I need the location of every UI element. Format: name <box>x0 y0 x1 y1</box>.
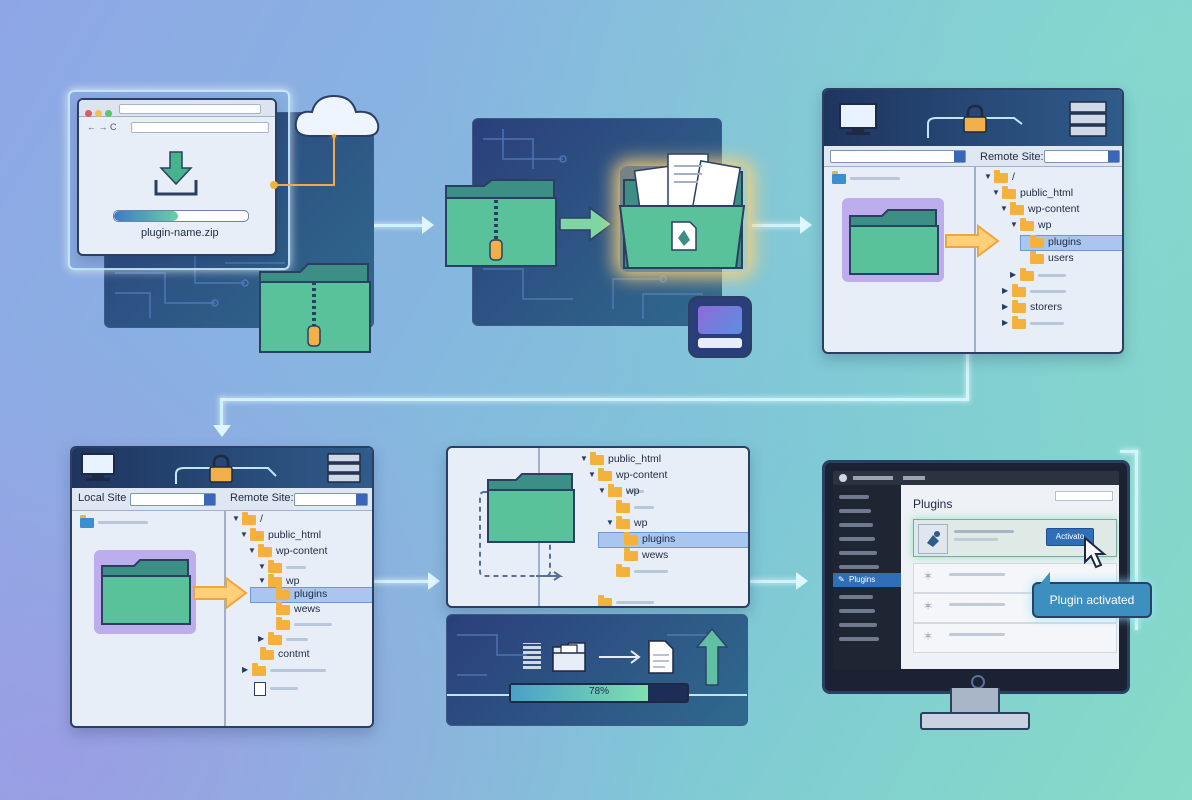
glow-frame <box>68 90 290 270</box>
tree-item[interactable]: storers <box>1030 301 1063 313</box>
cursor-icon <box>1084 536 1107 569</box>
sidebar-item[interactable] <box>839 495 869 499</box>
folder-icon <box>80 515 94 528</box>
monitor: ✎ Plugins Plugins Activato ✶ ✶ ✶ <box>822 460 1130 694</box>
tree-item[interactable]: wp <box>626 485 640 497</box>
sidebar-item[interactable] <box>839 637 879 641</box>
remote-site-label: Remote Site: <box>230 492 294 504</box>
wp-screen: ✎ Plugins Plugins Activato ✶ ✶ ✶ <box>833 471 1119 669</box>
selected-row <box>1020 235 1122 251</box>
tree-item[interactable]: public_html <box>608 453 662 465</box>
sidebar-item[interactable] <box>839 523 873 527</box>
activate-button[interactable]: Activato <box>1046 528 1094 546</box>
tree-item-plugins[interactable]: plugins <box>642 533 676 545</box>
zip-archive-icon <box>445 179 557 267</box>
transfer-arc <box>175 467 277 484</box>
computer-icon <box>839 103 877 135</box>
tree-item[interactable]: wp-content <box>1028 203 1080 215</box>
plugin-icon: ✶ <box>923 629 934 643</box>
connection-line <box>270 137 335 189</box>
local-path-select[interactable] <box>830 150 966 163</box>
sidebar-item[interactable] <box>839 623 877 627</box>
file-icon <box>648 640 674 674</box>
remote-site-label: Remote Site: <box>980 151 1044 163</box>
sidebar-item[interactable] <box>839 551 877 555</box>
wp-logo-icon <box>839 474 847 482</box>
folder-icon <box>101 559 191 625</box>
source-file-icon <box>523 643 541 669</box>
local-site-label: Local Site <box>78 492 127 504</box>
folder-icon <box>832 171 846 184</box>
local-path-select[interactable] <box>130 493 216 506</box>
server-icon <box>1069 101 1107 137</box>
tree-item[interactable]: wp-content <box>616 469 668 481</box>
tree-item[interactable]: wp <box>1038 219 1052 231</box>
folder-icon <box>849 209 939 275</box>
cloud-icon <box>294 94 380 137</box>
power-button <box>971 675 985 689</box>
tree-item[interactable]: contmt <box>278 648 310 660</box>
tree-item[interactable]: wews <box>294 603 321 615</box>
plug-icon: ✎ <box>838 575 845 584</box>
tree-item[interactable]: users <box>1048 252 1074 264</box>
lock-icon <box>963 104 987 133</box>
drag-arrow-icon <box>193 576 248 610</box>
tree-item[interactable]: wp <box>634 517 648 529</box>
sidebar-item[interactable] <box>839 537 875 541</box>
download-icon <box>154 151 198 196</box>
plugin-row-active: Activato <box>913 519 1117 557</box>
archive-app-icon <box>688 296 752 358</box>
tree-item[interactable]: wp <box>286 575 300 587</box>
sidebar-item-plugins[interactable]: ✎ Plugins <box>833 573 901 587</box>
tree-item[interactable]: wp-content <box>276 545 328 557</box>
transfer-arc <box>927 117 1023 138</box>
upload-panel: 78% <box>446 614 748 726</box>
tree-item-plugins[interactable]: plugins <box>294 588 328 600</box>
extract-arrow-icon <box>559 206 614 242</box>
filename-label: plugin-name.zip <box>141 227 219 239</box>
sidebar-item[interactable] <box>839 595 873 599</box>
sidebar-item[interactable] <box>839 509 871 513</box>
plugin-icon <box>918 524 948 554</box>
tree-item[interactable]: / <box>260 513 263 525</box>
remote-path-select[interactable] <box>294 493 368 506</box>
toast-pointer <box>1040 572 1050 584</box>
plugin-icon: ✶ <box>923 599 934 613</box>
sidebar-item[interactable] <box>839 609 875 613</box>
download-progress <box>113 210 249 222</box>
ftp-window-2: Local Site Remote Site: ▼/ ▼public_html … <box>70 446 374 728</box>
sidebar-item-label: Plugins <box>849 575 876 584</box>
server-icon <box>327 453 361 483</box>
up-arrow-icon <box>695 627 729 686</box>
dragged-folder <box>479 473 575 581</box>
search-input[interactable] <box>1055 491 1113 501</box>
upload-progress-bar: 78% <box>509 683 689 703</box>
browser-window: ← → C plugin-name.zip <box>77 98 277 256</box>
progress-label: 78% <box>588 686 609 697</box>
nav-arrows-icon[interactable]: ← → C <box>87 122 117 132</box>
plugin-icon: ✶ <box>923 569 934 583</box>
tree-item[interactable]: / <box>1012 171 1015 183</box>
folder-icon <box>552 642 586 672</box>
computer-icon <box>81 453 115 481</box>
page-title: Plugins <box>913 497 953 511</box>
drag-arrow-icon <box>945 224 1000 258</box>
sidebar-item[interactable] <box>839 565 879 569</box>
tree-item-plugins[interactable]: plugins <box>1048 236 1082 248</box>
tree-item[interactable]: public_html <box>268 529 322 541</box>
extracted-folder-icon <box>618 153 746 269</box>
file-icon <box>254 682 266 696</box>
lock-icon <box>209 454 233 483</box>
plugin-row <box>913 623 1117 653</box>
tree-item[interactable]: wews <box>642 549 669 561</box>
upload-arrow-icon <box>599 650 641 664</box>
tree-item[interactable]: public_html <box>1020 187 1074 199</box>
toast-notification: Plugin activated <box>1032 582 1152 618</box>
monitor-base <box>920 712 1030 730</box>
address-bar[interactable] <box>131 122 269 133</box>
remote-path-select[interactable] <box>1044 150 1120 163</box>
ftp-window-1: Remote Site: ▼/ ▼public_html ▼wp-content… <box>822 88 1124 354</box>
zip-folder-icon <box>259 263 371 353</box>
ftp-window-3: ▼public_html ▼wp-content ▼wp ▼wp plugins… <box>446 446 750 608</box>
